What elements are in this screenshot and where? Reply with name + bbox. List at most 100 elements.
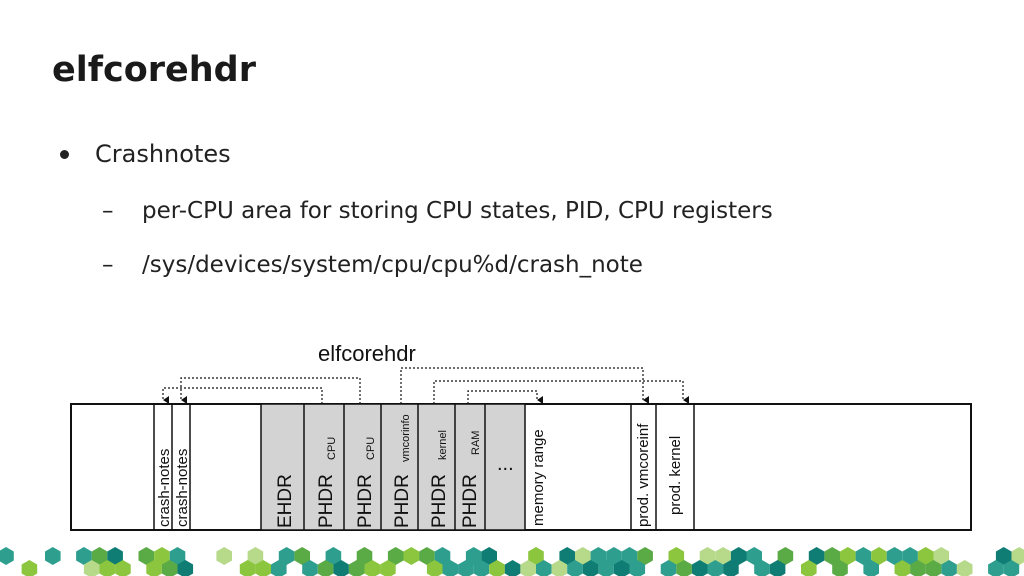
hexagon-tile	[138, 547, 155, 565]
hexagon-tile	[364, 560, 381, 576]
hexagon-tile	[99, 560, 116, 576]
hexagon-tile	[995, 547, 1012, 565]
phdr-ram-cell: PHDR RAM	[460, 431, 482, 528]
hexagon-tile	[356, 547, 373, 565]
bullet-text: Crashnotes	[95, 140, 231, 168]
elf-header-region	[260, 403, 526, 531]
phdr-label: PHDR	[355, 474, 376, 528]
hexagon-tile	[637, 547, 653, 565]
hexagon-tile	[1003, 560, 1020, 576]
hexagon-tile	[754, 560, 770, 576]
hexagon-tile	[715, 547, 731, 565]
footer-hexagon-strip	[0, 547, 1024, 576]
arrow-kernel-to-prod	[433, 380, 689, 404]
sub-bullet-text: /sys/devices/system/cpu/cpu%d/crash_note	[142, 252, 643, 278]
phdr-sub-label: kernel	[437, 430, 449, 460]
phdr-vmcoreinfo-cell: PHDR vmcorinfo	[392, 414, 413, 528]
hexagon-tile	[91, 547, 108, 565]
hexagon-tile	[808, 547, 825, 565]
hexagon-tile	[1011, 547, 1024, 565]
hexagon-tile	[21, 560, 38, 576]
hexagon-tile	[660, 560, 677, 576]
hexagon-tile	[403, 547, 420, 565]
hexagon-tile	[691, 560, 708, 576]
hexagon-tile	[146, 560, 162, 576]
phdr-label: PHDR	[392, 474, 413, 528]
sub-bullet-2: – /sys/devices/system/cpu/cpu%d/crash_no…	[102, 252, 643, 278]
hexagon-tile	[247, 547, 264, 565]
hexagon-tile	[559, 547, 575, 565]
hexagon-tile	[216, 547, 232, 565]
hexagon-tile	[387, 547, 404, 565]
phdr-label: PHDR	[460, 474, 481, 528]
crash-notes-cell-1: crash-notes	[156, 449, 173, 527]
hexagon-tile	[613, 560, 630, 576]
hexagon-tile	[536, 560, 552, 576]
hexagon-tile	[107, 547, 123, 565]
sub-dash: –	[102, 252, 114, 278]
prod-vmcoreinfo-label: prod. vmcoreinf	[635, 423, 652, 527]
hexagon-tile	[458, 560, 474, 576]
hexagon-tile	[239, 560, 256, 576]
hexagon-tile	[177, 560, 194, 576]
hexagon-tile	[419, 547, 435, 565]
hexagon-tile	[473, 560, 490, 576]
hexagon-tile	[746, 547, 762, 565]
hexagon-tile	[598, 560, 614, 576]
hexagon-tile	[154, 547, 170, 565]
phdr-kernel-cell: PHDR kernel	[429, 430, 450, 528]
phdr-sub-label: RAM	[470, 431, 482, 455]
hexagon-tile	[676, 560, 692, 576]
phdr-label: PHDR	[316, 474, 337, 528]
hexagon-tile	[769, 560, 786, 576]
slide-title: elfcorehdr	[52, 50, 256, 90]
bullet-dot	[60, 149, 69, 159]
ellipsis-cell: ...	[497, 453, 514, 475]
diagram-title: elfcorehdr	[318, 341, 416, 366]
hexagon-tile	[582, 560, 599, 576]
prod-vmcoreinfo-cell: prod. vmcoreinf	[635, 423, 652, 527]
hexagon-tile	[434, 547, 451, 565]
hexagon-tile	[551, 560, 568, 576]
hexagon-tile	[730, 547, 747, 565]
hexagon-tile	[801, 560, 817, 576]
hexagon-tile	[325, 547, 342, 565]
phdr-label: PHDR	[429, 474, 450, 528]
bullet-crashnotes: Crashnotes	[60, 140, 231, 168]
hexagon-tile	[76, 547, 92, 565]
hexagon-tile	[302, 560, 318, 576]
hexagon-tile	[777, 547, 794, 565]
arrow-ram-to-memory-range	[467, 390, 543, 404]
hexagon-tile	[894, 560, 911, 576]
prod-kernel-label: prod. kernel	[667, 436, 684, 515]
hexagon-tile	[707, 560, 724, 576]
hexagon-tile	[115, 560, 131, 576]
crash-notes-cell-2: crash-notes	[174, 449, 191, 527]
hexagon-tile	[45, 547, 61, 565]
hexagon-tile	[255, 560, 271, 576]
phdr-sub-label: vmcorinfo	[400, 414, 412, 462]
hexagon-tile	[481, 547, 497, 565]
sub-dash: –	[102, 198, 114, 224]
hexagon-tile	[606, 547, 622, 565]
hexagon-tile	[824, 547, 840, 565]
hexagon-tile	[699, 547, 716, 565]
hexagon-tile	[933, 547, 950, 565]
hexagon-tile	[910, 560, 926, 576]
hexagon-tile	[941, 560, 957, 576]
hexagon-tile	[465, 547, 482, 565]
hexagon-tile	[380, 560, 396, 576]
hexagon-tile	[83, 560, 100, 576]
crash-notes-label: crash-notes	[156, 449, 173, 527]
hexagon-tile	[504, 560, 521, 576]
arrow-cpu1-to-crash-notes-1	[162, 387, 323, 404]
ellipsis-label: ...	[497, 453, 514, 475]
arrow-vmcoreinfo-to-prod	[400, 367, 649, 404]
hexagon-tile	[520, 560, 536, 576]
phdr-cpu-cell-1: PHDR CPU	[316, 437, 338, 528]
hexagon-tile	[668, 547, 685, 565]
phdr-sub-label: CPU	[365, 437, 377, 460]
hexagon-tile	[169, 547, 186, 565]
hexagon-tile	[988, 560, 1004, 576]
hexagon-tile	[629, 560, 646, 576]
